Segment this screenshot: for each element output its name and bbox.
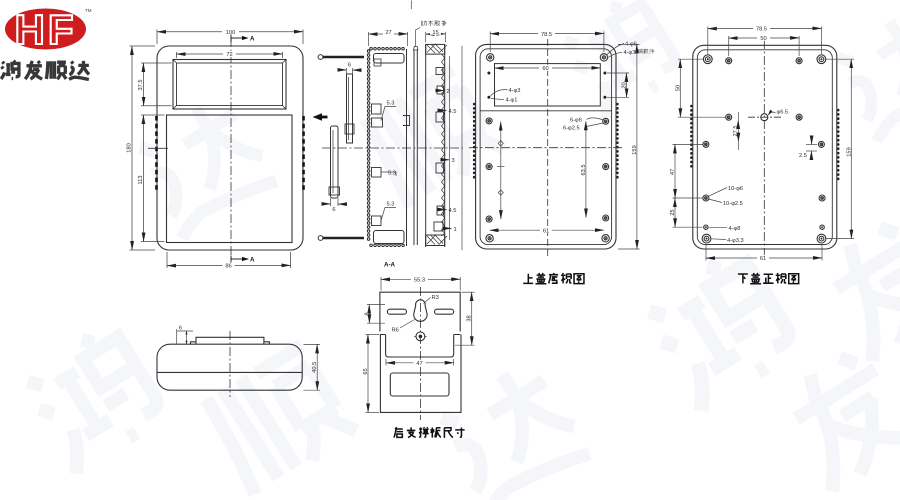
svg-text:10-φ6: 10-φ6 xyxy=(728,186,743,192)
svg-text:61: 61 xyxy=(543,228,549,234)
svg-text:6: 6 xyxy=(179,326,182,332)
svg-text:50: 50 xyxy=(675,85,681,91)
svg-text:φ6.5: φ6.5 xyxy=(777,110,789,116)
svg-text:5.3: 5.3 xyxy=(387,101,395,107)
svg-text:47: 47 xyxy=(416,361,422,367)
svg-text:25: 25 xyxy=(670,209,676,215)
svg-text:72: 72 xyxy=(226,52,232,58)
svg-text:4-φ3.3: 4-φ3.3 xyxy=(727,238,744,244)
svg-text:113: 113 xyxy=(138,175,144,184)
svg-text:6-φ6: 6-φ6 xyxy=(570,118,582,124)
svg-text:159: 159 xyxy=(846,147,852,157)
svg-text:4-φ3: 4-φ3 xyxy=(509,88,521,94)
svg-text:6-φ2.5: 6-φ2.5 xyxy=(563,126,580,132)
svg-text:4-φ1: 4-φ1 xyxy=(506,98,518,104)
svg-text:180: 180 xyxy=(127,143,133,153)
svg-text:15: 15 xyxy=(432,30,438,36)
svg-text:78.5: 78.5 xyxy=(756,27,767,33)
svg-text:10-φ2.5: 10-φ2.5 xyxy=(723,201,743,207)
svg-text:4.5: 4.5 xyxy=(449,208,457,214)
svg-text:6: 6 xyxy=(348,63,351,69)
svg-text:50: 50 xyxy=(760,36,766,42)
svg-text:HF: HF xyxy=(15,6,77,53)
svg-text:5.3: 5.3 xyxy=(388,171,396,177)
svg-text:61: 61 xyxy=(760,256,766,262)
svg-text:R6: R6 xyxy=(392,328,399,334)
svg-text:27: 27 xyxy=(385,30,391,36)
svg-text:37.5: 37.5 xyxy=(138,79,144,90)
svg-text:A: A xyxy=(250,36,255,43)
svg-text:3: 3 xyxy=(452,158,455,164)
svg-text:2: 2 xyxy=(447,89,450,95)
svg-text:47: 47 xyxy=(670,169,676,175)
svg-text:20: 20 xyxy=(622,82,628,88)
svg-text:159: 159 xyxy=(632,145,638,155)
svg-text:TM: TM xyxy=(85,8,92,13)
svg-text:63.5: 63.5 xyxy=(581,164,587,175)
svg-text:4.5: 4.5 xyxy=(449,109,457,115)
svg-text:40.5: 40.5 xyxy=(312,362,318,373)
svg-text:100: 100 xyxy=(226,30,236,36)
svg-text:65: 65 xyxy=(363,368,369,374)
svg-text:38: 38 xyxy=(467,315,473,321)
svg-text:A-A: A-A xyxy=(384,262,396,269)
svg-text:2.5: 2.5 xyxy=(799,153,807,159)
svg-text:6: 6 xyxy=(332,207,335,213)
svg-text:86: 86 xyxy=(225,264,231,270)
svg-text:4-φ3: 4-φ3 xyxy=(624,50,636,56)
svg-text:5.3: 5.3 xyxy=(387,202,395,208)
svg-text:8: 8 xyxy=(364,312,370,315)
svg-text:55.3: 55.3 xyxy=(414,278,425,284)
svg-text:60: 60 xyxy=(542,66,548,72)
svg-text:78.5: 78.5 xyxy=(541,32,552,38)
svg-text:A: A xyxy=(250,257,255,264)
svg-text:1: 1 xyxy=(454,227,457,233)
svg-text:27.5: 27.5 xyxy=(733,125,739,136)
svg-text:R3: R3 xyxy=(432,295,439,301)
svg-text:4-φ8: 4-φ8 xyxy=(729,226,741,232)
